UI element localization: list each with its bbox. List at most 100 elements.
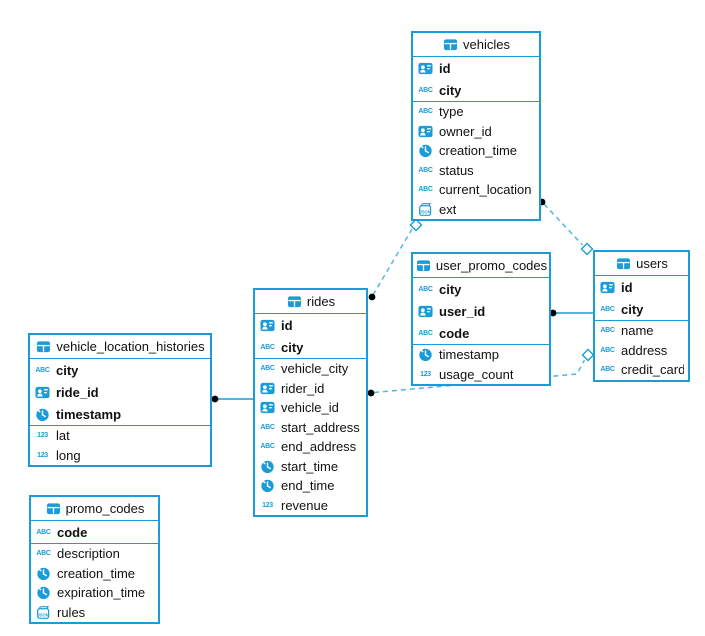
column-row-id[interactable]: id [413, 57, 539, 79]
column-name: credit_card [621, 362, 684, 378]
table-icon [415, 258, 432, 273]
text-type-icon: ABC [260, 423, 275, 431]
text-type-icon: ABC [418, 86, 433, 94]
diamond-endpoint [581, 348, 595, 362]
column-row-end_time[interactable]: end_time [255, 476, 366, 496]
column-name: city [439, 82, 462, 98]
column-row-timestamp[interactable]: timestamp [30, 403, 210, 425]
table-header[interactable]: vehicles [413, 33, 539, 57]
timestamp-icon [259, 459, 276, 474]
dot-endpoint [368, 293, 376, 301]
uuid-icon [417, 304, 434, 319]
column-row-user_id[interactable]: user_id [413, 300, 549, 322]
column-name: address [621, 342, 668, 358]
column-name: revenue [281, 497, 328, 513]
dot-endpoint [367, 389, 375, 397]
table-icon [442, 37, 459, 52]
column-name: description [57, 546, 120, 562]
text-type-icon: ABC [36, 550, 51, 558]
column-row-rider_id[interactable]: rider_id [255, 379, 366, 399]
uuid-icon [417, 61, 434, 76]
uuid-icon [34, 385, 51, 400]
uuid-icon [259, 381, 276, 396]
column-row-owner_id[interactable]: owner_id [413, 122, 539, 142]
column-name: rider_id [281, 380, 325, 396]
column-name: city [439, 281, 462, 297]
text-type-icon: ABC [260, 343, 275, 351]
column-name: creation_time [439, 143, 518, 159]
column-row-creation_time[interactable]: creation_time [31, 564, 158, 584]
column-name: end_address [281, 439, 357, 455]
column-name: vehicle_id [281, 400, 339, 416]
column-name: vehicle_city [281, 361, 349, 377]
column-name: code [57, 524, 88, 540]
json-type-icon: JSON [35, 605, 52, 620]
table-title: rides [306, 294, 336, 309]
table-header[interactable]: users [595, 252, 688, 276]
column-row-id[interactable]: id [595, 276, 688, 298]
column-name: usage_count [439, 366, 514, 382]
svg-text:JSON: JSON [38, 612, 49, 617]
diamond-endpoint [409, 218, 423, 232]
column-row-id[interactable]: id [255, 314, 366, 336]
column-row-creation_time[interactable]: creation_time [413, 141, 539, 161]
column-row-city[interactable]: ABC city [413, 79, 539, 101]
column-row-expiration_time[interactable]: expiration_time [31, 583, 158, 603]
column-row-start_time[interactable]: start_time [255, 457, 366, 477]
text-type-icon: ABC [418, 285, 433, 293]
column-name: code [439, 325, 470, 341]
text-type-icon: ABC [35, 366, 50, 374]
dot-endpoint [211, 395, 219, 403]
relationship-vlh-rides[interactable] [211, 395, 253, 403]
primary-key-divider [30, 425, 210, 426]
table-title: users [636, 256, 668, 271]
timestamp-icon [35, 566, 52, 581]
column-name: timestamp [56, 406, 122, 422]
table-header[interactable]: promo_codes [31, 497, 158, 521]
column-row-vehicle_id[interactable]: vehicle_id [255, 398, 366, 418]
relationship-upc-users[interactable] [549, 309, 593, 317]
column-name: id [621, 279, 633, 295]
timestamp-icon [35, 585, 52, 600]
column-row-city[interactable]: ABC city [413, 278, 549, 300]
column-name: lat [56, 428, 70, 444]
table-title: user_promo_codes [435, 258, 548, 273]
table-icon [615, 256, 632, 271]
column-row-timestamp[interactable]: timestamp [413, 345, 549, 365]
table-header[interactable]: user_promo_codes [413, 254, 549, 278]
relationship-vehicles-users[interactable] [538, 198, 594, 256]
table-header[interactable]: rides [255, 290, 366, 314]
column-row-description[interactable]: ABC description [31, 544, 158, 564]
column-row-ride_id[interactable]: ride_id [30, 381, 210, 403]
table-icon [35, 339, 52, 354]
timestamp-icon [259, 478, 276, 493]
table-header[interactable]: vehicle_location_histories [30, 335, 210, 359]
